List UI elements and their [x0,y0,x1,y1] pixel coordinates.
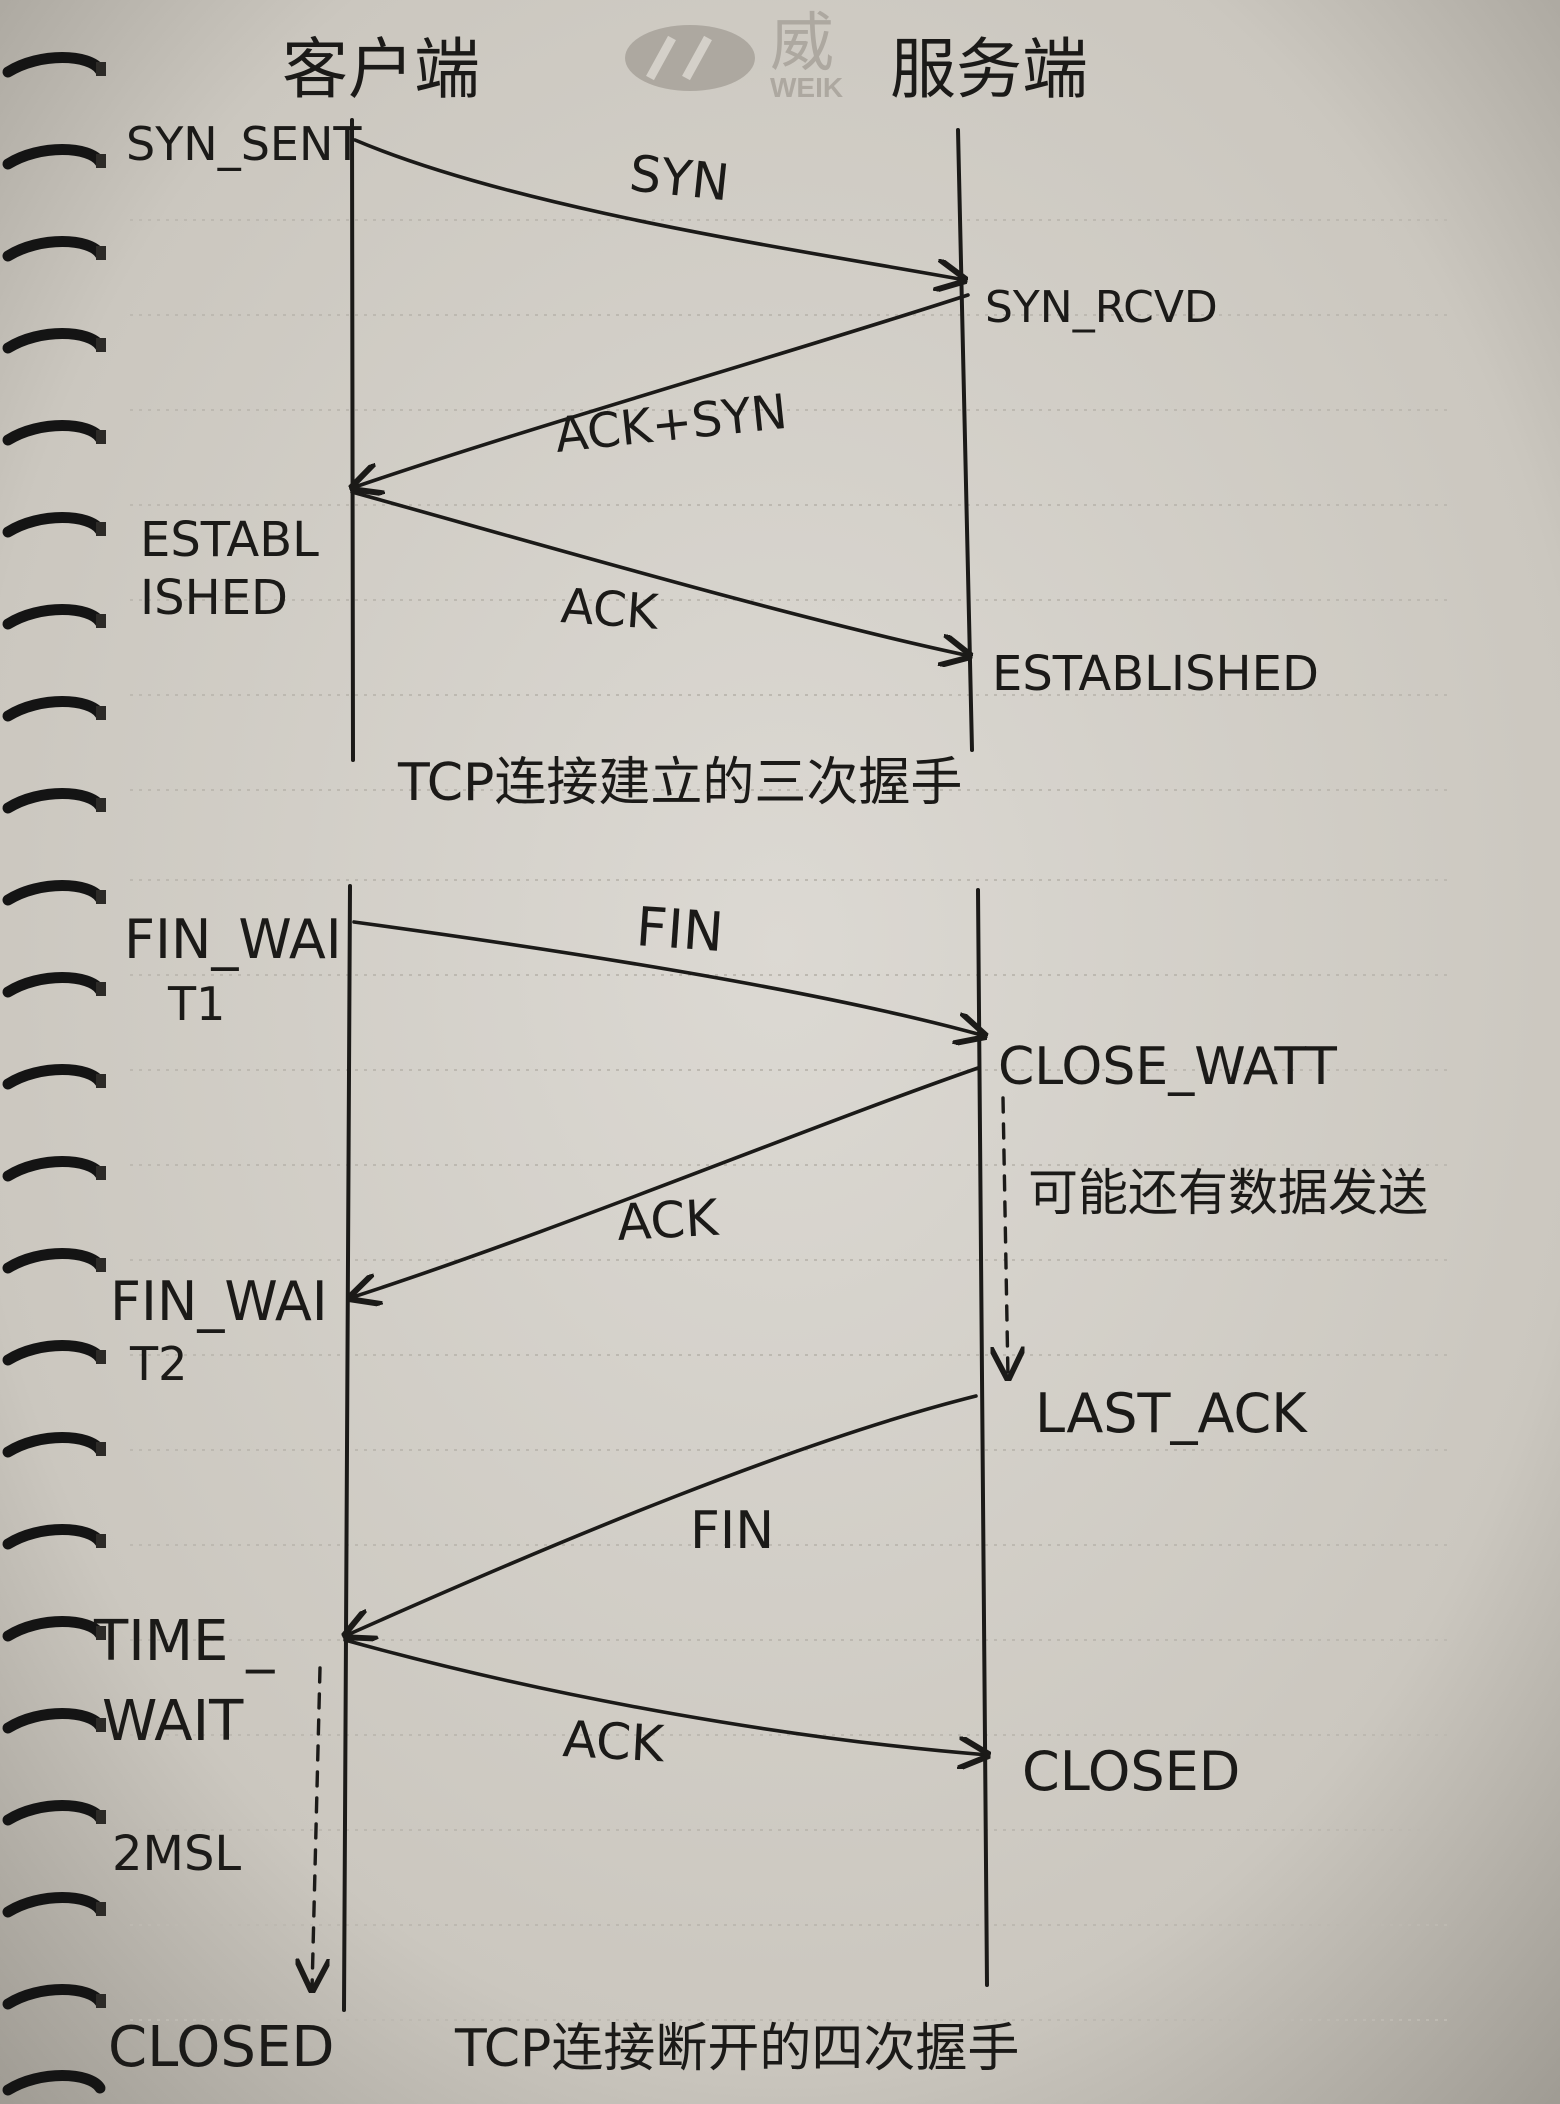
ack-label: ACK [559,578,661,641]
time-wait-2msl-dashed-arrow [312,1666,320,1990]
client-header: 客户端 [282,31,480,108]
ack2-label: ACK [561,1710,666,1773]
fin1-label: FIN [634,895,726,964]
server-established-state: ESTABLISHED [992,646,1319,702]
fin-wait2-state-line1: FIN_WAI [110,1270,328,1333]
ack1-arrow [350,1066,980,1298]
syn-arrow [353,138,965,280]
spiral-binding [2,52,106,2096]
fin1-arrow [352,920,985,1036]
server-lifeline-bottom [976,888,989,1987]
watermark-cn: 威 [770,7,834,79]
spiral-hole-row [96,62,106,2008]
close-wait-dashed-arrow [1003,1096,1008,1378]
2msl-label: 2MSL [112,1826,241,1882]
ack-syn-arrow [352,293,970,488]
teardown-arrows [343,920,988,1755]
client-closed-state: CLOSED [108,2015,334,2080]
teardown-lifelines [342,884,989,2012]
ack1-label: ACK [616,1189,721,1252]
server-closed-state: CLOSED [1022,1740,1240,1803]
syn-sent-state: SYN_SENT [126,117,362,171]
time-wait-state-line2: WAIT [102,1689,244,1754]
fin2-label: FIN [690,1501,774,1561]
watermark-logo: 威 WEIK [625,7,843,103]
fin-wait2-state-line2: T2 [129,1337,187,1391]
client-lifeline-bottom [342,884,352,2012]
fin-wait1-state-line1: FIN_WAI [124,908,342,971]
syn-rcvd-state: SYN_RCVD [985,282,1218,333]
fin2-arrow [345,1394,978,1636]
client-established-state-line1: ESTABL [140,512,319,568]
client-established-state-line2: ISHED [140,570,288,626]
dashed-arrows [312,1096,1008,1990]
last-ack-state: LAST_ACK [1035,1382,1308,1445]
data-may-be-sent-note: 可能还有数据发送 [1028,1164,1428,1222]
syn-label: SYN [627,144,732,212]
ack-arrow [350,490,970,656]
close-wait-state: CLOSE_WATT [998,1037,1337,1097]
ack2-arrow [343,1638,988,1755]
teardown-caption: TCP连接断开的四次握手 [454,2019,1019,2079]
watermark-latin: WEIK [770,72,843,103]
client-lifeline-top [350,118,355,762]
ruled-lines [130,219,1450,2021]
time-wait-state-line1: TIME _ [93,1609,275,1674]
fin-wait1-state-line2: T1 [167,977,225,1031]
handshake-caption: TCP连接建立的三次握手 [397,753,962,813]
server-header: 服务端 [890,31,1088,108]
handshake-arrows [350,138,970,656]
